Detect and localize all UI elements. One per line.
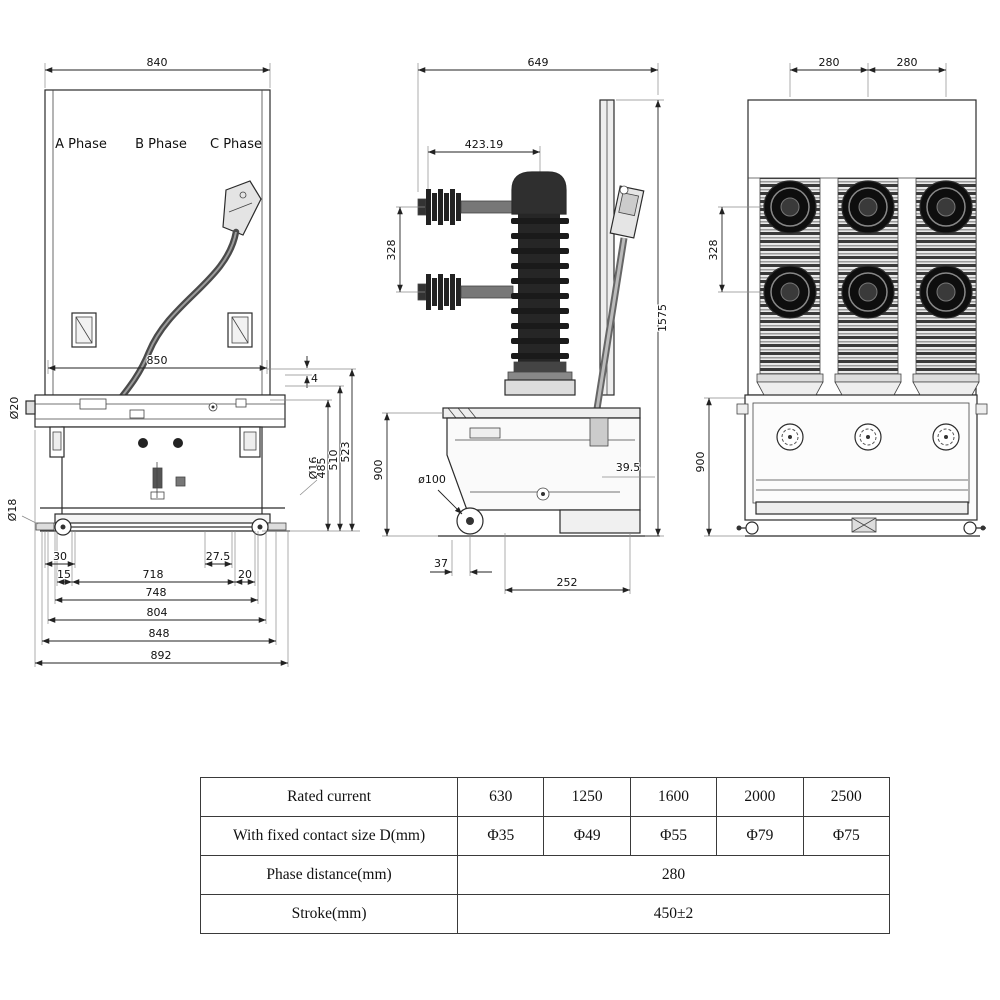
rated-current-value: 2000 <box>716 777 804 817</box>
wheel-rear-right <box>963 521 977 535</box>
row-label-stroke: Stroke(mm) <box>199 894 459 934</box>
label-phase-b: B Phase <box>135 137 187 152</box>
dim-front-4: 4 <box>311 372 318 385</box>
dim-front-748: 748 <box>146 586 167 599</box>
contact-size-value: Φ75 <box>802 816 891 856</box>
dim-rear-900: 900 <box>694 452 707 473</box>
side-pin-left <box>25 400 36 415</box>
front-beam <box>25 394 286 428</box>
dim-side-37: 37 <box>434 557 448 570</box>
stroke-value: 450±2 <box>457 894 890 934</box>
row-label-phase-distance: Phase distance(mm) <box>199 855 459 895</box>
dim-front-15: 15 <box>57 568 71 581</box>
dim-front-840: 840 <box>147 56 168 69</box>
dim-side-252: 252 <box>557 576 578 589</box>
label-phase-c: C Phase <box>210 137 262 152</box>
dim-front-892: 892 <box>151 649 172 662</box>
technical-drawing: 840 A Phase B Phase C Phase <box>5 55 988 667</box>
side-view: 649 423.19 <box>371 55 670 594</box>
table-row-contact-size: With fixed contact size D(mm) Φ35 Φ49 Φ5… <box>199 816 891 856</box>
contact-size-value: Φ55 <box>629 816 718 856</box>
dim-front-804: 804 <box>147 606 168 619</box>
rated-current-value: 2500 <box>802 777 891 817</box>
rear-pole-c <box>912 177 980 396</box>
dim-side-423: 423.19 <box>465 138 504 151</box>
dim-front-850: 850 <box>147 354 168 367</box>
dim-front-d16: Ø16 <box>307 457 320 480</box>
dim-side-649: 649 <box>528 56 549 69</box>
dim-side-328: 328 <box>385 240 398 261</box>
front-view: 840 A Phase B Phase C Phase <box>5 55 360 667</box>
table-row-rated-current: Rated current 630 1250 1600 2000 2500 <box>199 777 891 817</box>
row-label-rated-current: Rated current <box>199 777 459 817</box>
front-chassis <box>49 426 263 528</box>
table-row-phase-distance: Phase distance(mm) 280 <box>199 855 890 895</box>
table-row-stroke: Stroke(mm) 450±2 <box>199 894 890 934</box>
dim-front-523: 523 <box>339 442 352 463</box>
rated-current-value: 1600 <box>629 777 718 817</box>
drive-mechanism <box>590 185 645 429</box>
inspection-window-right <box>227 312 253 348</box>
inspection-window-left <box>71 312 97 348</box>
contact-size-value: Φ35 <box>457 816 545 856</box>
front-rails <box>35 507 290 536</box>
rated-current-value: 630 <box>457 777 545 817</box>
rear-pole-a <box>756 177 824 396</box>
dim-rear-328: 328 <box>707 240 720 261</box>
dim-front-d18: Ø18 <box>6 499 19 522</box>
dim-rear-280-b: 280 <box>897 56 918 69</box>
contact-size-value: Φ79 <box>716 816 804 856</box>
pole-insulator <box>504 171 576 396</box>
dim-side-d100: ø100 <box>418 473 446 486</box>
dim-front-485: 485 <box>315 458 328 479</box>
lower-bushing <box>417 274 514 310</box>
label-phase-a: A Phase <box>55 137 107 152</box>
upper-bushing <box>417 189 514 225</box>
rear-pole-b <box>834 177 902 396</box>
side-chassis <box>438 407 660 537</box>
rated-current-value: 1250 <box>543 777 631 817</box>
dim-front-510: 510 <box>327 450 340 471</box>
dim-front-20: 20 <box>238 568 252 581</box>
dim-rear-280-a: 280 <box>819 56 840 69</box>
dim-front-d20: Ø20 <box>8 397 21 420</box>
row-label-contact-size: With fixed contact size D(mm) <box>199 816 459 856</box>
spec-table: Rated current 630 1250 1600 2000 2500 Wi… <box>199 777 891 934</box>
dim-front-27-5: 27.5 <box>206 550 231 563</box>
dim-front-848: 848 <box>149 627 170 640</box>
contact-size-value: Φ49 <box>543 816 631 856</box>
phase-distance-value: 280 <box>457 855 890 895</box>
dim-front-30: 30 <box>53 550 67 563</box>
rear-chassis <box>736 394 988 537</box>
dim-front-718: 718 <box>143 568 164 581</box>
dim-side-1575: 1575 <box>656 304 669 332</box>
dim-side-900: 900 <box>372 460 385 481</box>
front-bottom-dims: 30 27.5 15 718 20 748 804 848 892 <box>34 430 289 667</box>
rear-view: 280 280 <box>693 55 988 537</box>
dim-side-39-5: 39.5 <box>616 461 641 474</box>
wheel-rear-left <box>745 521 759 535</box>
cable-connector <box>222 180 262 236</box>
